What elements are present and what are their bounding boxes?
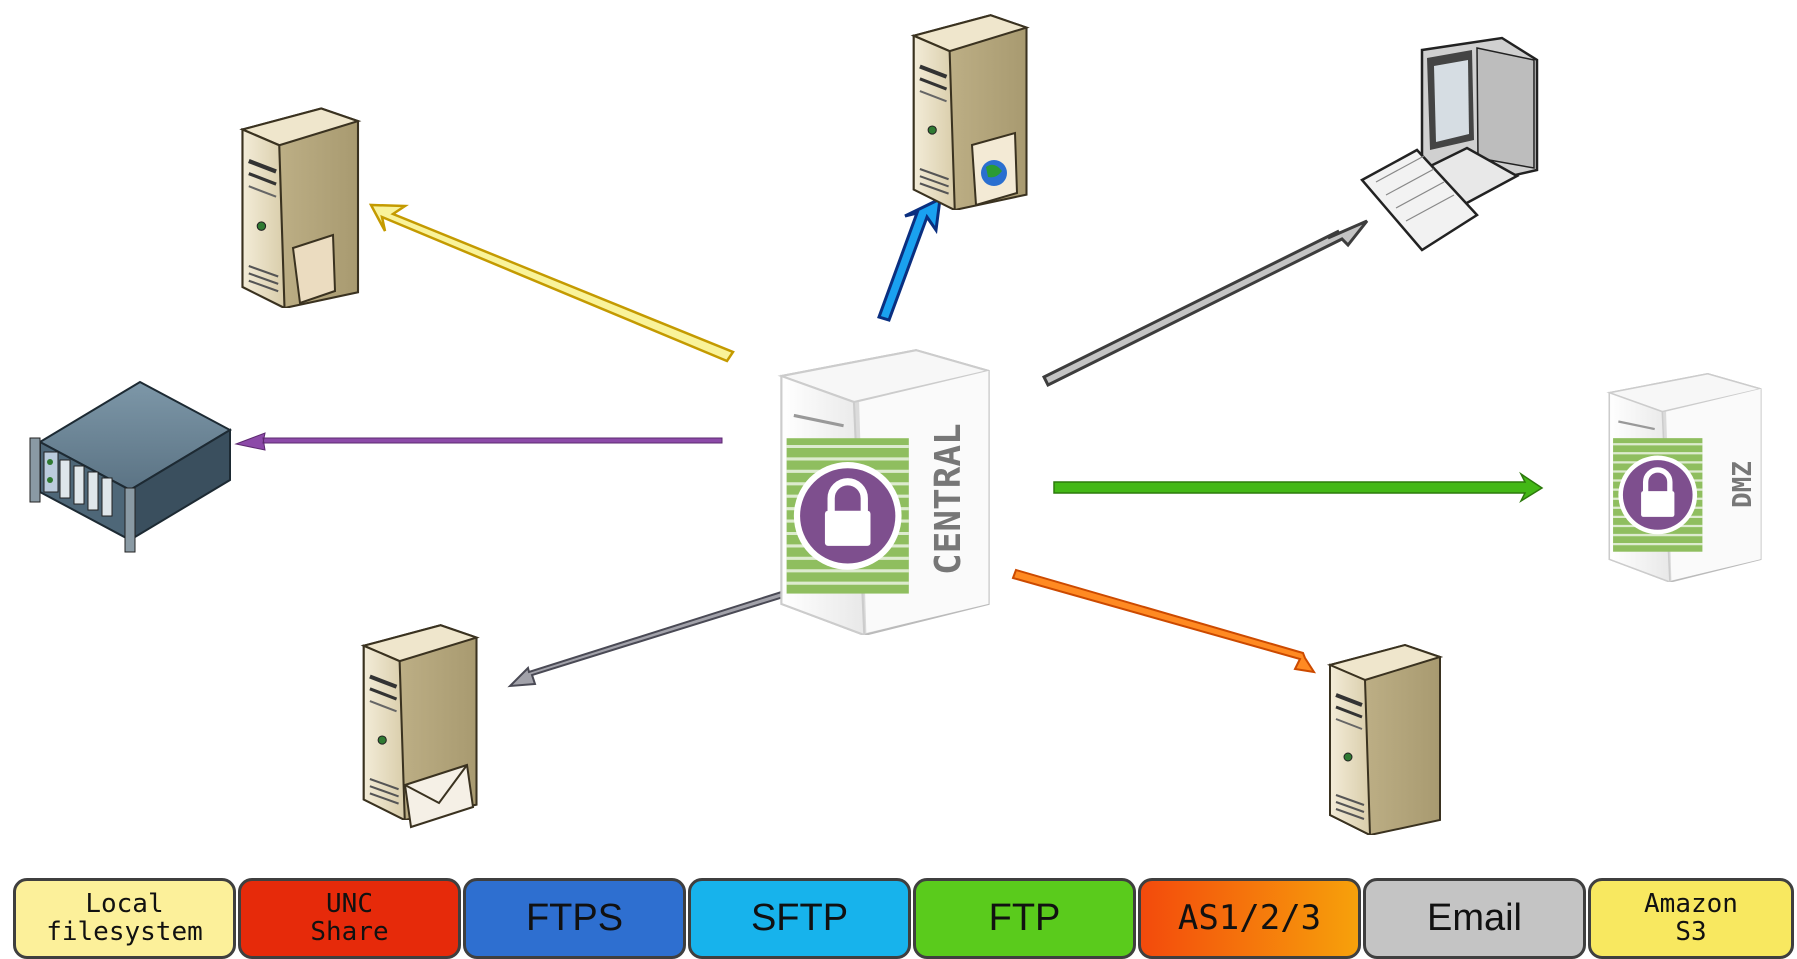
dmz-lock-server-icon: DMZ: [1609, 374, 1760, 582]
server-with-folder-icon: [243, 109, 359, 309]
desktop-computer-icon: [1360, 36, 1539, 252]
protocol-as123: AS1/2/3: [1138, 878, 1361, 959]
arrow-local-filesystem: [368, 203, 735, 363]
server-with-globe-icon: [914, 15, 1027, 210]
arrow-ftps: [877, 196, 942, 322]
arrow-email: [507, 587, 795, 688]
server-with-envelope-icon: [364, 625, 477, 829]
server-icon: [1330, 645, 1440, 835]
central-lock-server-icon: CENTRAL: [781, 350, 988, 635]
arrow-unc-share: [234, 432, 723, 451]
protocol-email: Email: [1363, 878, 1586, 959]
rack-server-icon: [29, 380, 233, 553]
arrow-ftp: [1053, 471, 1544, 504]
protocol-ftps: FTPS: [463, 878, 686, 959]
arrow-as123: [1011, 568, 1317, 674]
network-diagram: CENTRAL DMZ: [29, 0, 1797, 878]
dmz-label: DMZ: [1728, 461, 1758, 508]
central-label: CENTRAL: [928, 423, 969, 575]
arrow-computer: [1041, 219, 1369, 388]
protocol-ftp: FTP: [913, 878, 1136, 959]
protocol-sftp: SFTP: [688, 878, 911, 959]
